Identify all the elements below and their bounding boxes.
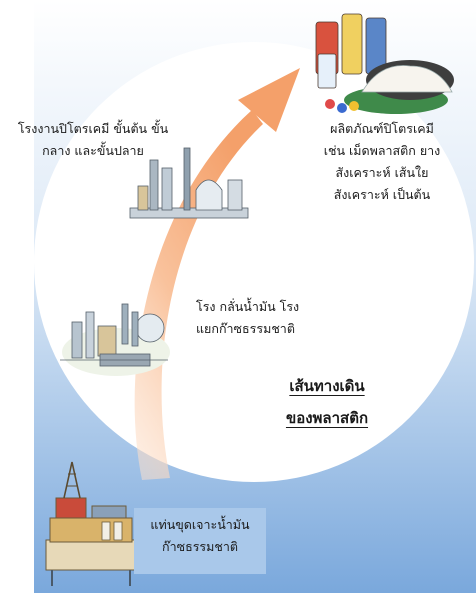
label-drilling-rig: แท่นขุดเจาะน้ำมัน ก๊าซธรรมชาติ bbox=[134, 508, 266, 574]
label-line: เช่น เม็ดพลาสติก ยาง bbox=[323, 143, 441, 158]
label-line: กลาง และขั้นปลาย bbox=[42, 143, 144, 158]
plastic-products-icon bbox=[315, 13, 454, 114]
label-line: สังเคราะห์ เป็นต้น bbox=[333, 187, 431, 202]
label-line: แท่นขุดเจาะน้ำมัน bbox=[150, 517, 250, 532]
petrochemical-plant-icon bbox=[129, 147, 249, 219]
label-line: โรง กลั่นน้ำมัน โรง bbox=[196, 299, 300, 314]
label-refinery: โรง กลั่นน้ำมัน โรง แยกก๊าซธรรมชาติ bbox=[196, 296, 326, 340]
label-petrochemical-plants: โรงงานปิโตรเคมี ขั้นต้น ขั้น กลาง และขั้… bbox=[8, 118, 178, 162]
label-petrochemical-products: ผลิตภัณฑ์ปิโตรเคมี เช่น เม็ดพลาสติก ยาง … bbox=[292, 118, 472, 206]
title-line: ของพลาสติก bbox=[285, 409, 369, 427]
title-line: เส้นทางเดิน bbox=[289, 377, 365, 395]
diagram-title: เส้นทางเดิน ของพลาสติก bbox=[262, 370, 392, 434]
label-line: สังเคราะห์ เส้นใย bbox=[335, 165, 429, 180]
label-line: ผลิตภัณฑ์ปิโตรเคมี bbox=[330, 121, 434, 136]
label-line: แยกก๊าซธรรมชาติ bbox=[196, 321, 295, 336]
route-arrow bbox=[134, 68, 300, 480]
refinery-icon bbox=[60, 303, 170, 376]
label-line: ก๊าซธรรมชาติ bbox=[162, 539, 238, 554]
oil-rig-icon bbox=[45, 461, 137, 586]
label-line: โรงงานปิโตรเคมี ขั้นต้น ขั้น bbox=[17, 121, 169, 136]
